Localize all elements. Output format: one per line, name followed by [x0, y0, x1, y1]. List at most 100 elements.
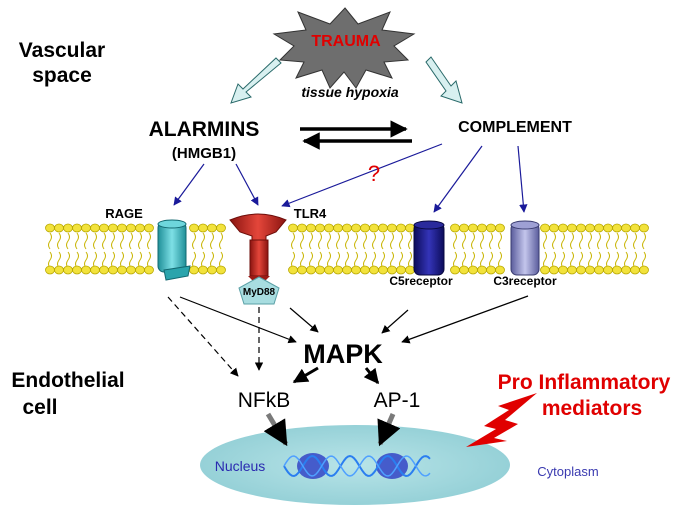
lipid-head	[90, 265, 100, 275]
lipid-head	[351, 223, 361, 233]
lipid-head	[558, 265, 568, 275]
lipid-head	[45, 223, 55, 233]
transcription-factor-blob-left	[297, 453, 329, 479]
lipid-tail	[57, 232, 61, 269]
lipid-tail	[147, 232, 151, 269]
lipid-head	[585, 223, 595, 233]
lipid-tail	[201, 232, 205, 269]
lipid-head	[603, 265, 613, 275]
c3-receptor	[510, 220, 540, 276]
ap1-to-nucleus-arrow	[377, 413, 401, 447]
lipid-tail	[210, 232, 214, 269]
lipid-head	[306, 223, 316, 233]
lipid-head	[126, 223, 136, 233]
lipid-head	[54, 265, 64, 275]
nfkb-label: NFkB	[238, 389, 291, 412]
trauma-starburst	[272, 7, 416, 89]
lipid-head	[558, 223, 568, 233]
complement-to-tlr4-arrow	[281, 143, 443, 208]
lipid-tail	[318, 232, 322, 269]
rage-to-nfkb-dashed-arrow	[167, 296, 239, 377]
lipid-tail	[642, 232, 646, 269]
lipid-tail	[372, 232, 376, 269]
c5-to-mapk-arrow	[381, 309, 409, 334]
lipid-head	[378, 223, 388, 233]
nfkb-to-nucleus-arrow	[263, 412, 289, 447]
lipid-head	[396, 265, 406, 275]
lipid-head	[486, 265, 496, 275]
lipid-head	[288, 223, 298, 233]
lipid-head	[495, 223, 505, 233]
lipid-head	[549, 223, 559, 233]
lipid-head	[612, 265, 622, 275]
lipid-head	[207, 223, 217, 233]
ap1-label: AP-1	[374, 389, 421, 412]
lipid-head	[549, 265, 559, 275]
rage-receptor	[157, 219, 191, 281]
lipid-head	[468, 223, 478, 233]
dna-strand	[283, 454, 431, 478]
rage-label: RAGE	[105, 206, 143, 221]
lipid-head	[594, 265, 604, 275]
lipid-head	[63, 223, 73, 233]
lipid-tail	[408, 232, 412, 269]
myd88-node	[238, 276, 280, 305]
lipid-head	[198, 265, 208, 275]
lipid-head	[189, 265, 199, 275]
lipid-tail	[75, 232, 79, 269]
lipid-head	[405, 223, 415, 233]
complement-label: COMPLEMENT	[458, 119, 572, 136]
lipid-tail	[219, 232, 223, 269]
lipid-tail	[138, 232, 142, 269]
vascular-space-label-line2: space	[32, 64, 92, 87]
lipid-tail	[390, 232, 394, 269]
trauma-to-alarmins-arrow	[230, 57, 282, 104]
lipid-head	[342, 223, 352, 233]
lipid-tail	[336, 232, 340, 269]
lipid-head	[576, 265, 586, 275]
lipid-head	[207, 265, 217, 275]
lipid-head	[387, 265, 397, 275]
lipid-head	[81, 265, 91, 275]
lipid-head	[369, 223, 379, 233]
lipid-head	[387, 223, 397, 233]
lipid-head	[99, 223, 109, 233]
lipid-head	[117, 223, 127, 233]
lipid-tail	[345, 232, 349, 269]
lipid-head	[144, 223, 154, 233]
endothelial-cell-label: Endothelial	[11, 369, 124, 392]
lipid-head	[99, 265, 109, 275]
lipid-head	[135, 265, 145, 275]
c5receptor-label: C5receptor	[389, 274, 453, 288]
lipid-tail	[606, 232, 610, 269]
mapk-label: MAPK	[303, 339, 383, 369]
lipid-head	[477, 265, 487, 275]
pro-inflammatory-label: Pro Inflammatory	[498, 371, 671, 394]
complement-to-c3-arrow	[517, 145, 528, 213]
tlr4-to-mapk-arrow	[289, 307, 319, 333]
cell-membrane	[45, 223, 649, 275]
lipid-tail	[399, 232, 403, 269]
lipid-tail	[66, 232, 70, 269]
mapk-to-nfkb-arrow	[292, 366, 319, 384]
c3-to-mapk-arrow	[401, 295, 529, 344]
myd88-label: MyD88	[243, 287, 276, 298]
lipid-head	[459, 265, 469, 275]
lipid-tail	[480, 232, 484, 269]
lipid-tail	[462, 232, 466, 269]
lipid-head	[585, 265, 595, 275]
question-mark-label: ?	[368, 161, 380, 186]
lipid-head	[216, 223, 226, 233]
lipid-head	[396, 223, 406, 233]
lipid-tail	[543, 232, 547, 269]
nucleus-label: Nucleus	[215, 458, 266, 474]
c3receptor-label: C3receptor	[493, 274, 557, 288]
alarmins-to-tlr4-arrow	[235, 163, 259, 206]
lipid-tail	[588, 232, 592, 269]
lipid-head	[369, 265, 379, 275]
lipid-tail	[327, 232, 331, 269]
lipid-head	[594, 223, 604, 233]
lipid-head	[459, 223, 469, 233]
lipid-tail	[84, 232, 88, 269]
lipid-head	[639, 223, 649, 233]
